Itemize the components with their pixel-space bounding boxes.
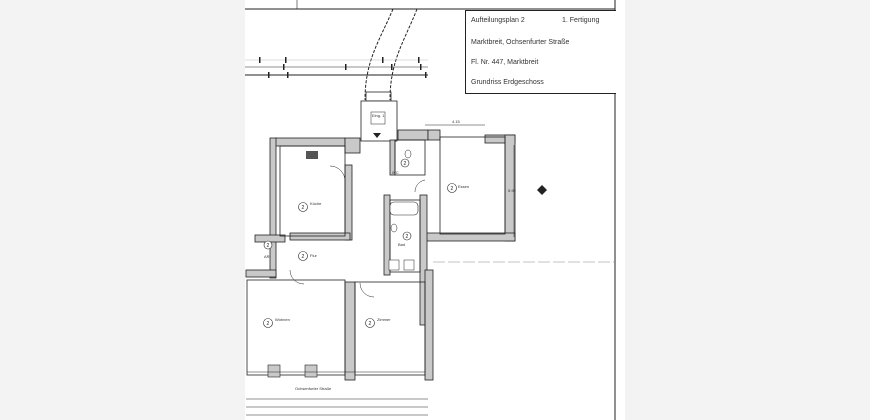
- room-bad: [389, 199, 421, 273]
- svg-text:WC: WC: [392, 170, 399, 175]
- stove: [306, 151, 318, 159]
- dimension-depth: 5.90: [508, 188, 517, 193]
- dimension-chain-bottom: [246, 398, 428, 416]
- dimension-width: 4.15: [452, 119, 461, 124]
- svg-text:Küche: Küche: [310, 201, 322, 206]
- walls: [245, 129, 516, 381]
- svg-text:2: 2: [451, 186, 454, 192]
- svg-text:2: 2: [369, 321, 372, 327]
- path-line: [364, 8, 394, 101]
- svg-text:Wohnen: Wohnen: [275, 317, 290, 322]
- sink: [403, 259, 415, 271]
- svg-text:2: 2: [406, 234, 409, 240]
- room-wc: [394, 139, 426, 176]
- svg-text:2: 2: [404, 161, 407, 167]
- version: 1. Fertigung: [562, 17, 600, 24]
- title-block: Aufteilungsplan 2 1. Fertigung Marktbrei…: [465, 10, 616, 94]
- bathtub: [389, 201, 419, 216]
- svg-text:2: 2: [267, 243, 270, 249]
- entrance-arrow-icon: [373, 133, 381, 138]
- parcel: Fl. Nr. 447, Marktbreit: [471, 59, 539, 66]
- path-line: [389, 8, 418, 101]
- toilet: [390, 223, 398, 233]
- location: Marktbreit, Ochsenfurter Straße: [471, 39, 570, 46]
- toilet: [404, 149, 412, 159]
- room-essen: [439, 136, 506, 235]
- svg-text:Bad: Bad: [398, 242, 405, 247]
- svg-text:2: 2: [302, 254, 305, 260]
- plan-name: Aufteilungsplan 2: [471, 17, 525, 24]
- sheet-title: Grundriss Erdgeschoss: [471, 79, 544, 86]
- svg-text:AR: AR: [264, 254, 270, 259]
- room-wohnen: [246, 279, 346, 376]
- svg-text:2: 2: [267, 321, 270, 327]
- svg-text:2: 2: [302, 205, 305, 211]
- svg-text:Essen: Essen: [458, 184, 469, 189]
- svg-text:Flur: Flur: [310, 253, 318, 258]
- dimension-chain-top: [245, 59, 428, 76]
- room-kueche: [279, 145, 346, 237]
- room-zimmer: [354, 281, 426, 376]
- entrance-label: Eing. 1: [372, 113, 385, 118]
- street-label: Ochsenfurter Straße: [295, 386, 332, 391]
- sink: [388, 259, 400, 271]
- svg-text:Zimmer: Zimmer: [377, 317, 391, 322]
